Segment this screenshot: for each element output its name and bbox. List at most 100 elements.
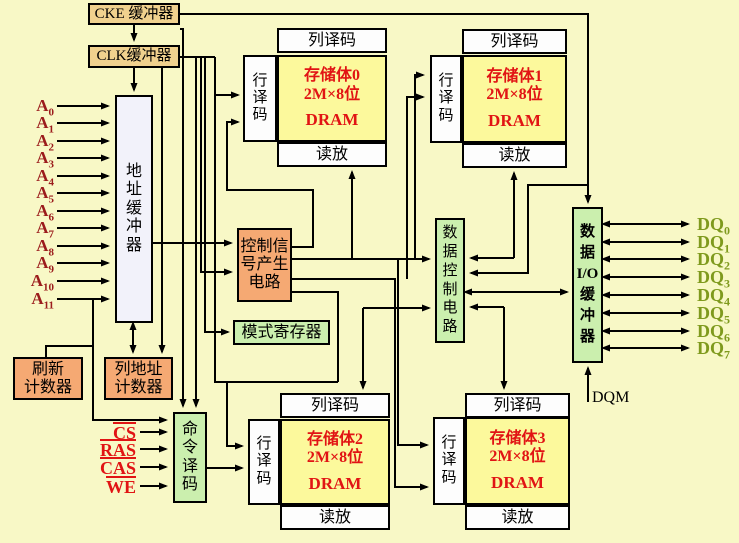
address-line-label-a4: A4 — [8, 167, 54, 188]
dq-line-label-dq5: DQ5 — [697, 304, 730, 326]
dq-line-label-dq0: DQ0 — [697, 215, 730, 237]
bank2-sense-amp: 读放 — [280, 505, 390, 530]
address-line-label-a11: A11 — [8, 290, 54, 311]
dq-line-base: DQ — [697, 249, 724, 269]
control-input-text: CAS — [99, 457, 136, 478]
dq-line-subscript: 2 — [724, 258, 730, 273]
address-line-base: A — [36, 236, 49, 255]
dq-line-subscript: 0 — [724, 223, 730, 238]
address-line-label-a3: A3 — [8, 149, 54, 170]
bank3-column-decoder: 列译码 — [465, 393, 570, 418]
dq-line-base: DQ — [697, 285, 724, 305]
cke-buffer: CKE 缓冲器 — [88, 3, 180, 25]
address-buffer: 地 址 缓 冲 器 — [115, 95, 153, 323]
address-line-base: A — [36, 201, 49, 220]
address-line-subscript: 5 — [48, 193, 55, 206]
address-line-label-a1: A1 — [8, 114, 54, 135]
refresh-counter: 刷新 计数器 — [13, 357, 83, 400]
dq-line-label-dq3: DQ3 — [697, 268, 730, 290]
command-decoder: 命 令 译 码 — [173, 412, 207, 503]
address-line-subscript: 10 — [43, 281, 54, 294]
bank1-type: DRAM — [488, 110, 541, 130]
dq-line-subscript: 5 — [724, 312, 730, 327]
address-line-label-a0: A0 — [8, 97, 54, 118]
address-line-label-a6: A6 — [8, 202, 54, 223]
address-line-base: A — [36, 218, 49, 237]
bank1-name: 存储体1 — [486, 67, 543, 85]
address-line-subscript: 11 — [43, 299, 54, 312]
address-line-base: A — [36, 131, 49, 150]
control-input-label-ras: RAS — [84, 439, 136, 459]
address-line-subscript: 8 — [48, 246, 55, 259]
dq-line-base: DQ — [697, 267, 724, 287]
address-line-label-a2: A2 — [8, 132, 54, 153]
bank0-size: 2M×8位 — [303, 85, 361, 103]
address-line-label-a9: A9 — [8, 254, 54, 275]
dq-line-label-dq1: DQ1 — [697, 233, 730, 255]
control-input-text: RAS — [99, 439, 136, 460]
address-line-subscript: 4 — [48, 176, 55, 189]
bank0-sense-amp: 读放 — [277, 142, 387, 167]
bank2-row-decoder: 行 译 码 — [248, 419, 280, 505]
control-input-label-we: WE — [84, 476, 136, 496]
bank0-column-decoder: 列译码 — [277, 28, 387, 53]
address-line-subscript: 6 — [48, 211, 55, 224]
dq-line-subscript: 7 — [724, 347, 730, 362]
address-line-label-a5: A5 — [8, 184, 54, 205]
dq-line-base: DQ — [697, 321, 724, 341]
address-line-subscript: 9 — [48, 263, 55, 276]
bank1-dram: 存储体1 2M×8位 DRAM — [462, 55, 567, 143]
clk-buffer: CLK缓冲器 — [88, 45, 180, 68]
address-line-base: A — [36, 253, 49, 272]
bank0-dram: 存储体0 2M×8位 DRAM — [277, 55, 387, 142]
bank3-sense-amp: 读放 — [465, 505, 570, 530]
dqm-label: DQM — [592, 389, 630, 406]
bank2-type: DRAM — [308, 473, 362, 493]
address-line-base: A — [36, 148, 49, 167]
dq-line-label-dq4: DQ4 — [697, 286, 730, 308]
bank0-name: 存储体0 — [303, 67, 360, 85]
dq-line-base: DQ — [697, 338, 724, 358]
address-line-label-a8: A8 — [8, 237, 54, 258]
dq-line-subscript: 3 — [724, 276, 730, 291]
address-line-base: A — [36, 96, 49, 115]
column-address-counter: 列地址 计数器 — [104, 357, 173, 400]
dq-line-label-dq7: DQ7 — [697, 339, 730, 361]
dq-line-base: DQ — [697, 232, 724, 252]
control-input-label-cas: CAS — [84, 457, 136, 477]
bank1-sense-amp: 读放 — [462, 143, 567, 168]
bank0-type: DRAM — [305, 110, 359, 130]
address-line-base: A — [36, 166, 49, 185]
bank1-row-decoder: 行 译 码 — [430, 55, 462, 143]
address-line-base: A — [31, 289, 44, 308]
address-line-label-a7: A7 — [8, 219, 54, 240]
address-line-subscript: 2 — [48, 141, 55, 154]
dq-line-label-dq2: DQ2 — [697, 250, 730, 272]
address-line-label-a10: A10 — [8, 272, 54, 293]
dq-line-base: DQ — [697, 303, 724, 323]
control-input-text: CS — [112, 422, 136, 443]
control-signal-generator: 控制信 号产生 电路 — [237, 228, 292, 302]
bank3-type: DRAM — [491, 472, 544, 492]
dq-line-subscript: 1 — [724, 241, 730, 256]
address-line-subscript: 7 — [48, 228, 55, 241]
control-input-label-cs: CS — [84, 422, 136, 442]
data-io-buffer: 数 据 I/O 缓 冲 器 — [572, 207, 603, 363]
mode-register: 模式寄存器 — [233, 320, 330, 345]
address-line-base: A — [36, 183, 49, 202]
dq-line-subscript: 4 — [724, 294, 730, 309]
address-line-base: A — [36, 113, 49, 132]
address-line-subscript: 3 — [48, 158, 55, 171]
control-input-text: WE — [105, 476, 136, 497]
dq-line-subscript: 6 — [724, 330, 730, 345]
address-line-subscript: 1 — [48, 123, 55, 136]
bank3-size: 2M×8位 — [489, 448, 546, 466]
address-line-subscript: 0 — [48, 106, 55, 119]
bank2-column-decoder: 列译码 — [280, 393, 390, 418]
bank3-name: 存储体3 — [489, 429, 546, 447]
bank0-row-decoder: 行 译 码 — [243, 55, 277, 142]
bank3-dram: 存储体3 2M×8位 DRAM — [465, 417, 570, 505]
data-control-circuit: 数 据 控 制 电 路 — [435, 218, 465, 343]
